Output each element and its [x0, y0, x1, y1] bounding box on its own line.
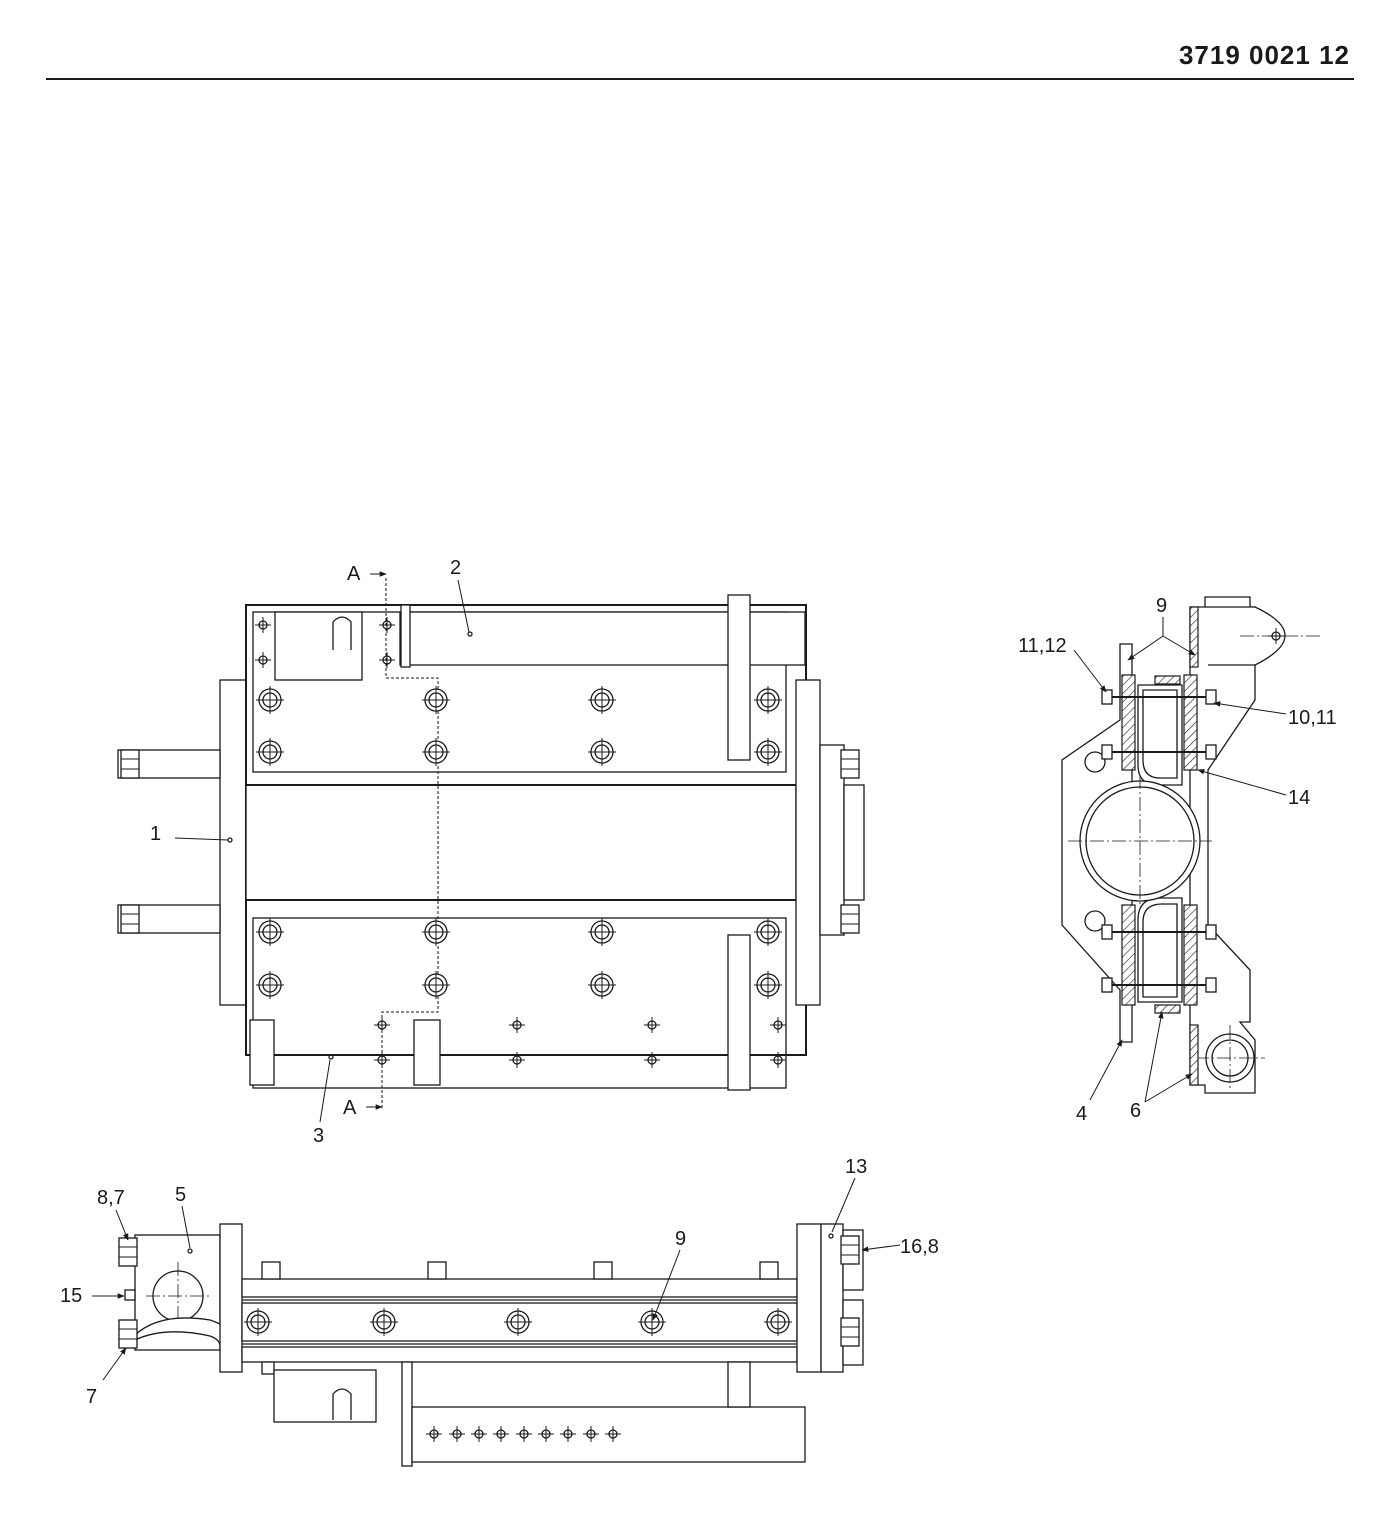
callout-9-side: 9 [1156, 595, 1167, 617]
document-number: 3719 0021 12 [1178, 40, 1350, 70]
callout-10-11: 10,11 [1288, 707, 1337, 729]
bottom-view [92, 1177, 901, 1467]
callout-14: 14 [1288, 787, 1310, 809]
callout-8-7: 8,7 [97, 1187, 125, 1209]
callout-labels: A A 1 2 3 9 11,12 10,11 14 4 6 13 8,7 5 … [60, 557, 1337, 1408]
callout-9-bottom: 9 [675, 1228, 686, 1250]
callout-5: 5 [175, 1184, 186, 1206]
callout-4: 4 [1076, 1103, 1087, 1125]
callout-15: 15 [60, 1285, 82, 1307]
section-marker-top: A [347, 563, 361, 585]
header-rule [46, 78, 1354, 80]
section-marker-bottom: A [343, 1097, 357, 1119]
callout-3: 3 [313, 1125, 324, 1147]
callout-7: 7 [86, 1386, 97, 1408]
side-section-view [1061, 596, 1320, 1103]
callout-1: 1 [150, 823, 161, 845]
callout-2: 2 [450, 557, 461, 579]
callout-11-12: 11,12 [1018, 635, 1067, 657]
callout-6: 6 [1130, 1100, 1141, 1122]
front-view [117, 571, 865, 1123]
callout-13: 13 [845, 1156, 867, 1178]
callout-16-8: 16,8 [900, 1236, 939, 1258]
